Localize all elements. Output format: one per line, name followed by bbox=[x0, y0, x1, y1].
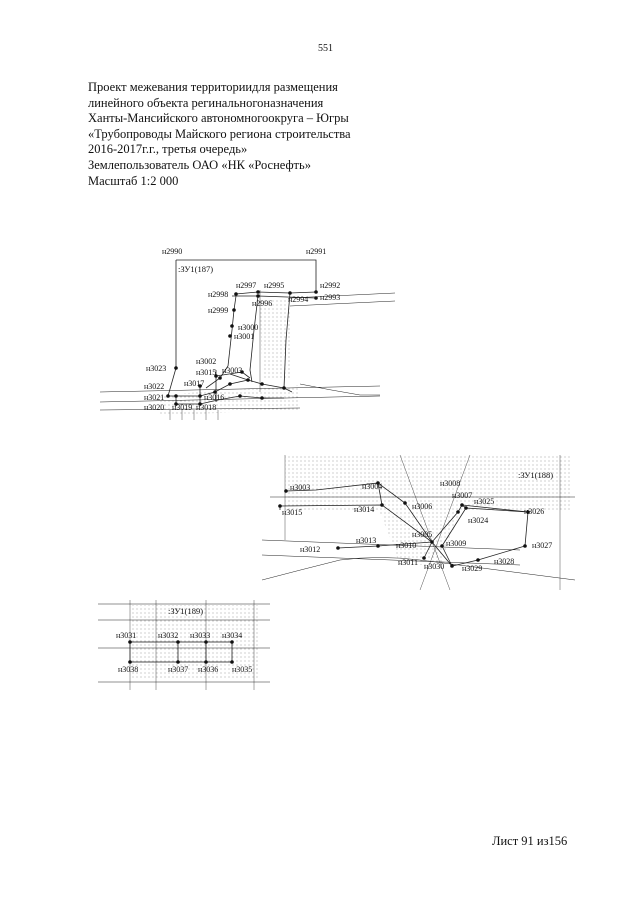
point-label: н3019 bbox=[172, 403, 192, 412]
parcel-label: :ЗУ1(188) bbox=[518, 470, 553, 480]
point-label: н3030 bbox=[424, 562, 444, 571]
point-label: н3020 bbox=[144, 403, 164, 412]
point-label: н2997 bbox=[236, 281, 256, 290]
point-label: н3027 bbox=[532, 541, 552, 550]
point-label: н3009 bbox=[446, 539, 466, 548]
point-label: н3001 bbox=[234, 332, 254, 341]
point-label: н3014 bbox=[354, 505, 374, 514]
point-label: н3006 bbox=[412, 502, 432, 511]
plot-1-points bbox=[166, 290, 318, 406]
plot-3-labels: :ЗУ1(189) н3031 н3032 н3033 н3034 н3035 … bbox=[116, 606, 252, 674]
header-line: «Трубопроводы Майского региона строитель… bbox=[88, 126, 351, 141]
point-label: н2998 bbox=[208, 290, 228, 299]
point-label: н2996 bbox=[252, 299, 272, 308]
header-line: Проект межевания территориидля размещени… bbox=[88, 80, 338, 94]
point-label: н3013 bbox=[356, 536, 376, 545]
point-label: н2999 bbox=[208, 306, 228, 315]
point-label: н3002 bbox=[196, 357, 216, 366]
point-label: н3003 bbox=[290, 483, 310, 492]
point-label: н3000 bbox=[238, 323, 258, 332]
point-label: н3026 bbox=[524, 507, 544, 516]
point-label: н3012 bbox=[300, 545, 320, 554]
plot-2 bbox=[261, 454, 576, 591]
point-label: н2995 bbox=[264, 281, 284, 290]
point-label: н3018 bbox=[196, 403, 216, 412]
point-label: н3003 bbox=[222, 366, 242, 375]
point-label: н3023 bbox=[146, 364, 166, 373]
header-line: 2016-2017г.г., третья очередь» bbox=[88, 142, 248, 157]
point-label: н2992 bbox=[320, 281, 340, 290]
point-label: н3005 bbox=[412, 530, 432, 539]
parcel-label: :ЗУ1(189) bbox=[168, 606, 203, 616]
point-label: н3028 bbox=[494, 557, 514, 566]
point-label: н3036 bbox=[198, 665, 218, 674]
point-label: н2991 bbox=[306, 247, 326, 256]
point-label: н3007 bbox=[452, 491, 472, 500]
point-label: н3011 bbox=[398, 558, 418, 567]
point-label: н3015 bbox=[196, 368, 216, 377]
point-label: н3033 bbox=[190, 631, 210, 640]
point-label: н3025 bbox=[474, 497, 494, 506]
point-label: н3021 bbox=[144, 393, 164, 402]
point-label: н3031 bbox=[116, 631, 136, 640]
point-label: н3037 bbox=[168, 665, 188, 674]
point-label: н3010 bbox=[396, 541, 416, 550]
parcel-label: :ЗУ1(187) bbox=[178, 264, 213, 274]
header-line: Масштаб 1:2 000 bbox=[88, 173, 179, 188]
point-label: н3022 bbox=[144, 382, 164, 391]
point-label: н3016 bbox=[204, 393, 224, 402]
point-label: н3038 bbox=[118, 665, 138, 674]
point-label: н3008 bbox=[440, 479, 460, 488]
point-label: н2990 bbox=[162, 247, 182, 256]
point-label: н2994 bbox=[288, 295, 308, 304]
point-label: н3024 bbox=[468, 516, 488, 525]
header-line: Ханты-Мансийского автономногоокруга – Юг… bbox=[88, 111, 349, 126]
point-label: н3015 bbox=[282, 508, 302, 517]
sheet-number: Лист 91 из156 bbox=[492, 834, 568, 848]
plot-2-points bbox=[278, 481, 530, 568]
point-label: н3032 bbox=[158, 631, 178, 640]
point-label: н2993 bbox=[320, 293, 340, 302]
document-header: Проект межевания территориидля размещени… bbox=[88, 80, 351, 189]
point-label: н3029 bbox=[462, 564, 482, 573]
plot-3-points bbox=[128, 640, 234, 664]
page-number: 551 bbox=[318, 43, 333, 54]
point-label: н3004 bbox=[362, 482, 382, 491]
header-line: Землепользователь ОАО «НК «Роснефть» bbox=[88, 157, 311, 172]
point-label: н3035 bbox=[232, 665, 252, 674]
point-label: н3034 bbox=[222, 631, 242, 640]
plot-1-labels: :ЗУ1(187) н2990 н2991 н2992 н2993 н2994 … bbox=[144, 247, 340, 412]
point-label: н3017 bbox=[184, 379, 204, 388]
plot-1 bbox=[99, 259, 396, 420]
plot-2-labels: :ЗУ1(188) н3003 н3004 н3005 н3006 н3007 … bbox=[282, 470, 553, 573]
header-line: линейного объекта регинальногоназначения bbox=[88, 95, 324, 110]
plot-3 bbox=[98, 600, 270, 690]
